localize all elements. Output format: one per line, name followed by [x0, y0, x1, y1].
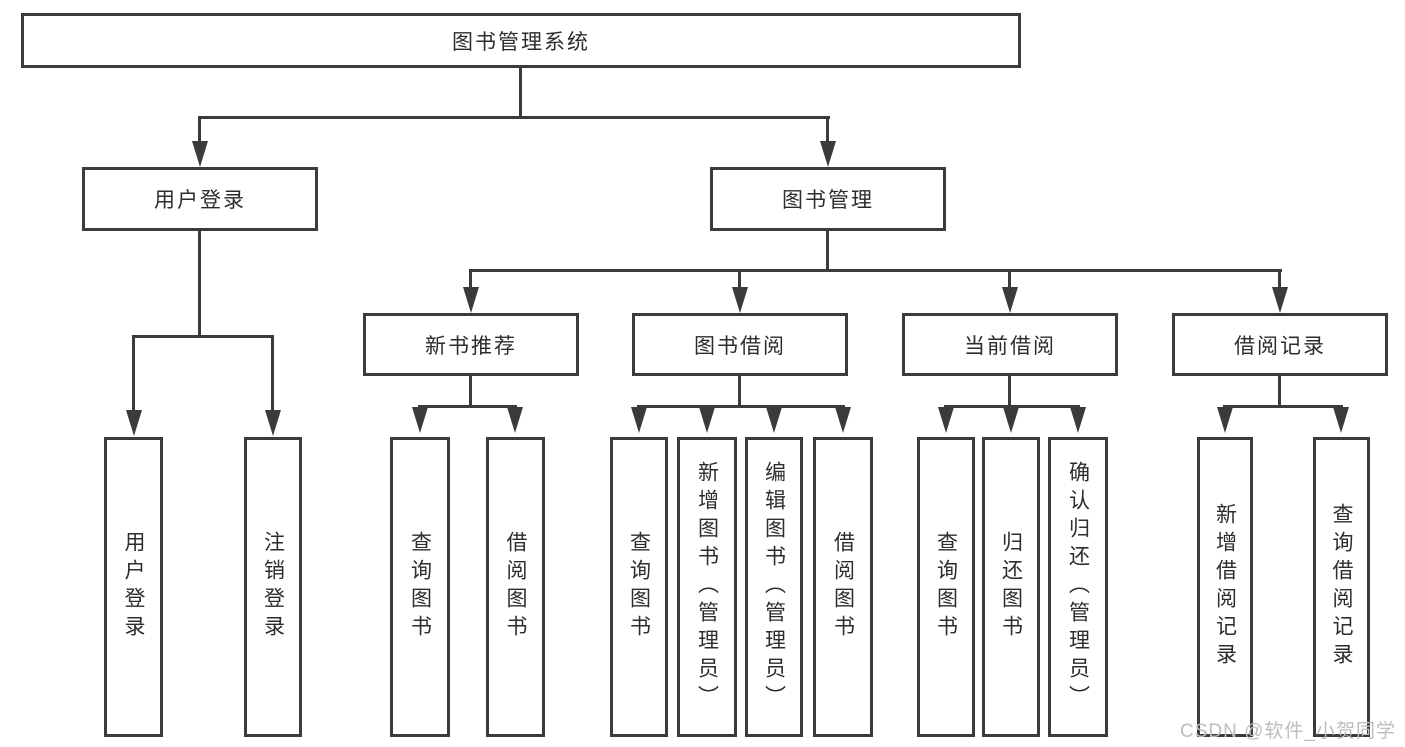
leaf-logout: 注销登录 [244, 437, 302, 737]
leaf-query-books-current: 查询图书 [917, 437, 975, 737]
node-root-system: 图书管理系统 [21, 13, 1021, 68]
leaf-query-borrow-record: 查询借阅记录 [1313, 437, 1370, 737]
connector-group-bar [637, 405, 845, 408]
arrow-down-icon [1002, 287, 1018, 313]
arrow-down-icon [192, 141, 208, 167]
leaf-query-books-borrowing: 查询图书 [610, 437, 668, 737]
connector-drop [469, 271, 472, 289]
connector-login-stem [198, 231, 201, 337]
leaf-add-books-admin: 新增图书（管理员） [677, 437, 737, 737]
arrow-down-icon [1272, 287, 1288, 313]
connector-group-stem [1278, 376, 1281, 408]
connector-drop [826, 118, 829, 144]
connector-group-stem [1008, 376, 1011, 408]
node-current-borrowing: 当前借阅 [902, 313, 1118, 376]
node-new-book-recommend: 新书推荐 [363, 313, 579, 376]
leaf-query-books-recommend: 查询图书 [390, 437, 450, 737]
connector-mgmt-stem [826, 231, 829, 271]
arrow-down-icon [631, 407, 647, 433]
connector-level2-bar [198, 116, 830, 119]
connector-drop [271, 337, 274, 412]
arrow-down-icon [126, 410, 142, 436]
connector-login-bar [132, 335, 274, 338]
arrow-down-icon [835, 407, 851, 433]
arrow-down-icon [820, 141, 836, 167]
arrow-down-icon [1070, 407, 1086, 433]
arrow-down-icon [507, 407, 523, 433]
node-book-management-module: 图书管理 [710, 167, 946, 231]
arrow-down-icon [412, 407, 428, 433]
leaf-user-login: 用户登录 [104, 437, 163, 737]
node-book-borrowing: 图书借阅 [632, 313, 848, 376]
connector-drop [1278, 271, 1281, 289]
connector-drop [1008, 271, 1011, 289]
leaf-borrow-books: 借阅图书 [813, 437, 873, 737]
leaf-return-books: 归还图书 [982, 437, 1040, 737]
connector-group-stem [469, 376, 472, 408]
connector-drop [738, 271, 741, 289]
node-borrowing-records: 借阅记录 [1172, 313, 1388, 376]
leaf-edit-books-admin: 编辑图书（管理员） [745, 437, 803, 737]
connector-drop [132, 337, 135, 412]
connector-root-stem [519, 68, 522, 119]
arrow-down-icon [1333, 407, 1349, 433]
arrow-down-icon [265, 410, 281, 436]
leaf-confirm-return-admin: 确认归还（管理员） [1048, 437, 1108, 737]
leaf-add-borrow-record: 新增借阅记录 [1197, 437, 1253, 737]
connector-group-stem [738, 376, 741, 408]
arrow-down-icon [938, 407, 954, 433]
csdn-watermark: CSDN @软件_小贺同学 [1180, 721, 1396, 742]
connector-group-bar [944, 405, 1080, 408]
arrow-down-icon [732, 287, 748, 313]
arrow-down-icon [1217, 407, 1233, 433]
connector-group-bar [1223, 405, 1343, 408]
connector-group-bar [418, 405, 517, 408]
leaf-borrow-books-recommend: 借阅图书 [486, 437, 545, 737]
arrow-down-icon [463, 287, 479, 313]
arrow-down-icon [699, 407, 715, 433]
arrow-down-icon [766, 407, 782, 433]
connector-drop [198, 118, 201, 144]
node-user-login-module: 用户登录 [82, 167, 318, 231]
arrow-down-icon [1003, 407, 1019, 433]
connector-level3-bar [469, 269, 1282, 272]
